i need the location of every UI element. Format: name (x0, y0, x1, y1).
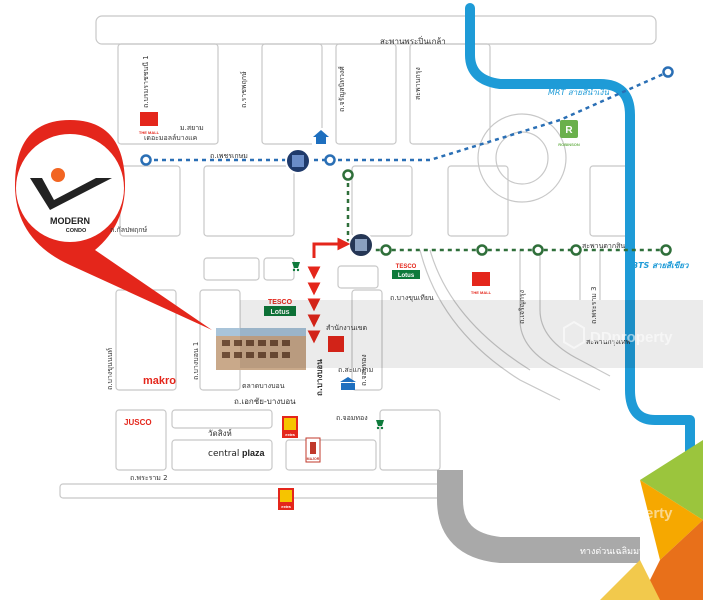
svg-text:central: central (208, 449, 239, 459)
mrt-stations (140, 66, 674, 166)
station-photo-2 (348, 232, 374, 258)
svg-text:MAJOR: MAJOR (307, 457, 320, 461)
jusco-logo: JUSCO (124, 418, 152, 427)
watermark-logo-2: DDproperty (563, 496, 673, 526)
mrt-line (465, 3, 695, 465)
label-msiam: ม.สยาม (180, 124, 204, 132)
modern-condo-logo (30, 168, 112, 210)
svg-text:Lotus: Lotus (398, 273, 415, 279)
road-label-v3: ถ.จรัญสนิทวงศ์ (338, 66, 346, 112)
extra-logo-1: extra (282, 416, 298, 438)
road-label-ekachai: ถ.เอกชัย-บางบอน (234, 397, 296, 406)
cart-icon-2 (376, 420, 384, 430)
project-subname: CONDO (66, 228, 87, 234)
road-label-v6: ถ.บางบอน 1 (192, 342, 200, 380)
district-office-marker (328, 336, 344, 352)
project-building-photo (216, 328, 306, 370)
road-label-v5: ถ.บางขุนนนท์ (106, 348, 114, 390)
road-label-phetkasem: ถ.เพชรเกษม (210, 152, 248, 160)
expressway-label: ทางด่วนเฉลิมมหานคร (580, 546, 667, 557)
tesco-lotus-logo-1: TESCO Lotus (264, 299, 296, 316)
road-network (59, 15, 657, 499)
project-name: MODERN (50, 216, 90, 226)
road-label-v9: ถ.เจริญกรุง (518, 290, 526, 324)
road-label-bangbon-market: ตลาดบางบอน (242, 382, 285, 390)
road-label-kalapaphruek: ถ.กัลปพฤกษ์ (110, 226, 148, 234)
svg-text:extra: extra (285, 432, 295, 437)
watermark-logo-1: DDproperty (563, 320, 673, 350)
mrt-dashed-line (146, 70, 669, 162)
road-label-bangkhunthian: ถ.บางขุนเทียน (390, 294, 434, 302)
route-to-project (307, 237, 351, 344)
road-label-chomthong: ถ.จอมทอง (336, 414, 368, 422)
label-district-office: สำนักงานเขต (326, 324, 368, 332)
road-label-v10: ถ.พระราม 3 (590, 286, 598, 324)
svg-text:plaza: plaza (242, 448, 266, 458)
svg-text:TESCO: TESCO (268, 299, 293, 306)
the-mall-logo-2: THE MALL (471, 272, 492, 295)
road-label-v7: ถ.บางบอน (315, 359, 324, 396)
watermark-text-1: DDproperty (590, 329, 673, 346)
road-label-rama2: ถ.พระราม 2 (130, 474, 168, 482)
makro-logo: makro (143, 375, 176, 387)
label-samae-dam: ถ.สะแกงาม (338, 366, 373, 374)
the-mall-logo-1: THE MALL เดอะมอลล์บางแค (139, 112, 198, 142)
svg-text:extra: extra (281, 504, 291, 509)
svg-text:R: R (565, 125, 573, 136)
svg-text:Lotus: Lotus (270, 309, 289, 316)
robinson-logo: R ROBINSON (558, 120, 580, 147)
road-label-top: สะพานพระปิ่นเกล้า (380, 35, 446, 46)
extra-logo-2: extra (278, 488, 294, 510)
road-label-v8: ถ.จอมทอง (360, 354, 368, 386)
svg-text:TESCO: TESCO (396, 264, 417, 270)
cart-icon-1 (292, 262, 300, 272)
tesco-lotus-logo-2: TESCO Lotus (392, 264, 420, 279)
bts-label: BTS สายสีเขียว (632, 261, 689, 270)
road-label-taksin: สะพานตากสิน (582, 242, 625, 250)
project-location-pin (15, 120, 212, 330)
road-label-v4: สะพานกรุง (414, 67, 422, 100)
svg-text:THE MALL: THE MALL (139, 130, 160, 135)
bank-icon (340, 377, 356, 390)
watermark-text-2: DDproperty (590, 505, 673, 522)
decorative-triangles (600, 440, 703, 600)
central-plaza-logo: central plaza (208, 448, 266, 459)
svg-text:ROBINSON: ROBINSON (558, 142, 580, 147)
label-wat-sing: วัดสิงห์ (208, 428, 232, 438)
major-logo: MAJOR (305, 437, 321, 463)
watermark-band-1 (240, 300, 703, 368)
bts-stations (342, 169, 672, 256)
station-photo-1 (285, 148, 311, 174)
house-icon (312, 128, 330, 146)
road-label-bangkok-bridge: สะพานกรุงเทพ (586, 338, 631, 346)
road-label-v2: ถ.ราชพฤกษ์ (240, 71, 248, 108)
svg-text:THE MALL: THE MALL (471, 290, 492, 295)
expressway (437, 470, 640, 563)
mrt-label: MRT สายสีน้ำเงิน (548, 86, 609, 97)
svg-text:เดอะมอลล์บางแค: เดอะมอลล์บางแค (144, 134, 198, 142)
road-label-v1: ถ.บรมราชชนนี 1 (142, 55, 150, 108)
